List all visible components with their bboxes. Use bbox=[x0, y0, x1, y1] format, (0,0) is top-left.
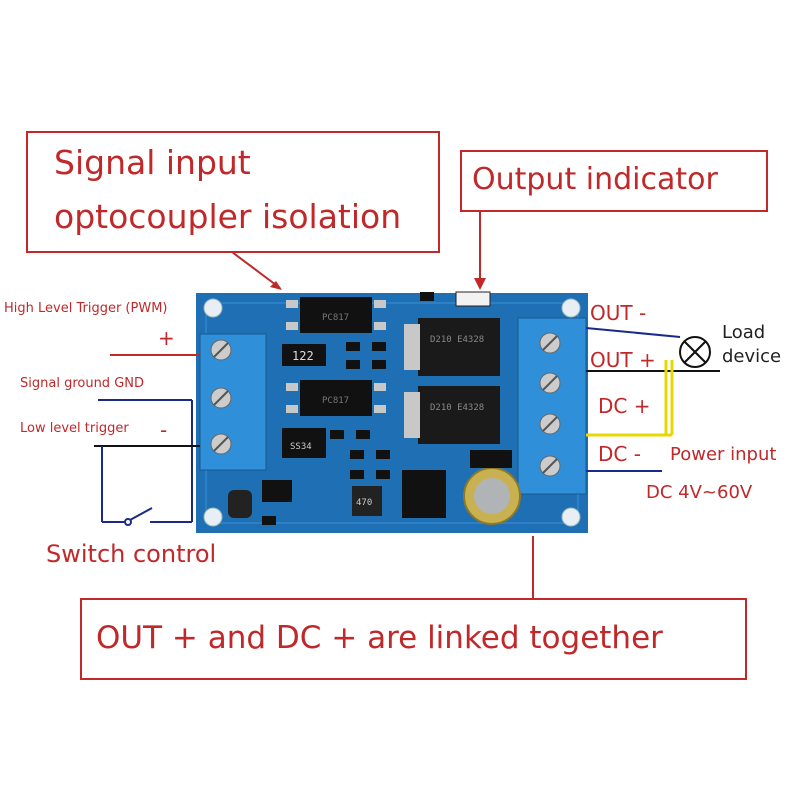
resistor-122 bbox=[282, 344, 326, 366]
signal-ground-label: Signal ground GND bbox=[20, 376, 145, 391]
signal-input-callout: Signal input optocoupler isolation bbox=[26, 131, 440, 253]
load-device-line1: Load bbox=[722, 322, 766, 343]
dc-plus-label: DC + bbox=[598, 394, 651, 418]
svg-text:122: 122 bbox=[292, 349, 314, 363]
output-indicator-text: Output indicator bbox=[472, 162, 718, 197]
signal-input-line2: optocoupler isolation bbox=[54, 197, 402, 236]
switch-lever bbox=[129, 507, 153, 521]
load-device-line2: device bbox=[722, 346, 782, 367]
mosfet-1 bbox=[418, 318, 500, 376]
mosfet-2 bbox=[418, 386, 500, 444]
switch-control-label: Switch control bbox=[46, 540, 217, 568]
mount-hole bbox=[561, 298, 581, 318]
out-minus-label: OUT - bbox=[590, 301, 647, 325]
pwm-label: High Level Trigger (PWM) bbox=[4, 301, 168, 316]
plus-label: + bbox=[158, 326, 175, 350]
svg-text:D210 E4328: D210 E4328 bbox=[430, 335, 484, 345]
ic-chip bbox=[402, 470, 446, 518]
linked-note-text: OUT + and DC + are linked together bbox=[96, 620, 663, 656]
out-plus-label: OUT + bbox=[590, 348, 656, 372]
mount-hole bbox=[561, 507, 581, 527]
output-led bbox=[455, 291, 491, 307]
indicator-callout-arrowhead bbox=[474, 278, 486, 290]
out-minus-wire bbox=[585, 327, 681, 338]
linked-note-callout: OUT + and DC + are linked together bbox=[80, 598, 747, 680]
output-indicator-callout: Output indicator bbox=[460, 150, 768, 212]
power-input-label: Power input bbox=[670, 444, 777, 465]
mount-hole bbox=[203, 298, 223, 318]
minus-label: - bbox=[160, 418, 168, 442]
left-terminal-block bbox=[199, 333, 267, 471]
signal-input-line1: Signal input bbox=[54, 143, 251, 182]
signal-callout-arrowhead bbox=[270, 281, 282, 290]
opto2-label: PC817 bbox=[322, 396, 349, 406]
optocoupler-2 bbox=[300, 380, 372, 416]
opto1-label: PC817 bbox=[322, 313, 349, 323]
dc-minus-label: DC - bbox=[598, 442, 641, 466]
voltage-label: DC 4V~60V bbox=[646, 482, 753, 503]
svg-text:470: 470 bbox=[356, 498, 372, 508]
svg-text:SS34: SS34 bbox=[290, 442, 312, 452]
svg-text:D210 E4328: D210 E4328 bbox=[430, 403, 484, 413]
mount-hole bbox=[203, 507, 223, 527]
inductor bbox=[352, 486, 382, 516]
signal-callout-pointer bbox=[231, 251, 281, 289]
low-level-label: Low level trigger bbox=[20, 421, 129, 436]
optocoupler-1 bbox=[300, 297, 372, 333]
